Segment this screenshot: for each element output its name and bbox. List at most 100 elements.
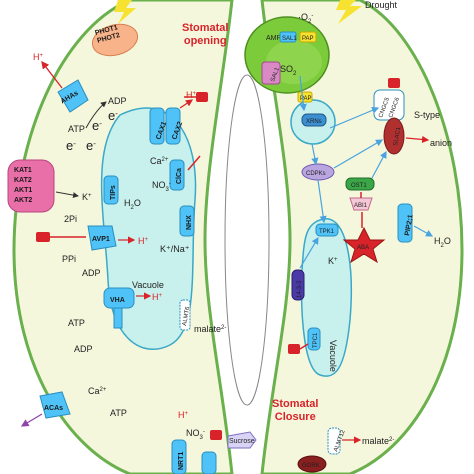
sal1-outer <box>261 61 281 85</box>
sal1-box <box>279 31 297 43</box>
xrns-label: XRNs <box>306 119 322 125</box>
inhibitor-tpc1-line <box>299 343 309 350</box>
avp-2pi-label: 2Pi <box>64 214 77 224</box>
electron-label-3: e- <box>66 138 76 153</box>
xrns-complex: XRNs <box>301 113 327 127</box>
title-closure-overlay: Stomatal Closure <box>272 398 319 423</box>
nhx-antiporter: NHX <box>179 205 195 237</box>
abi1-label: ABI1 <box>354 203 368 209</box>
ost1-kinase: OST1 <box>345 177 375 191</box>
pap-label-2: PAP <box>300 96 312 102</box>
signal-arrow-1 <box>311 143 319 166</box>
cngc-channel: CNGC5 CNGC6 <box>373 89 405 121</box>
nrt-h-label: H+ <box>178 410 189 420</box>
ahas-h-arrow <box>41 60 63 89</box>
drought-label: Drought <box>365 0 398 10</box>
chloroplast <box>244 16 330 94</box>
tpk1-channel: TPK1 <box>315 223 339 237</box>
tpk1-label: TPK1 <box>319 229 335 235</box>
inhibitor-avp <box>36 232 50 242</box>
ost1-slac-arrow <box>371 150 387 179</box>
tpk1-k-label: K+ <box>328 256 338 266</box>
kat-k-label: K+ <box>82 192 92 202</box>
phot-protein <box>91 23 139 57</box>
signal-arrow-4 <box>299 75 307 112</box>
cdpks-label: CDPKs <box>306 171 326 177</box>
pip21-h2o-label: H2O <box>434 236 451 249</box>
vacuole-left-label: Vacuole <box>132 280 164 290</box>
clca-label: ClCa <box>176 168 183 184</box>
cax-ca-label: Ca2+ <box>150 156 169 166</box>
sal1-inner-label: SAL1 <box>282 36 297 42</box>
slac1-label: SLAC1 <box>393 126 402 146</box>
nhx-label: NHX <box>186 215 193 230</box>
almt6-channel: ALMT6 <box>179 299 191 331</box>
cax-transporter: CAX1 CAX2 <box>149 107 184 145</box>
malate-label-1: malate2- <box>194 324 226 334</box>
so2-label: SO2 <box>280 64 297 77</box>
adp-label-3: ADP <box>74 344 93 354</box>
adp-label-1: ADP <box>108 96 127 106</box>
aca-ca-label: Ca2+ <box>88 386 107 396</box>
ahas-pump: AHAs <box>57 79 89 113</box>
atp-label-1: ATP <box>68 124 85 134</box>
inhibitor-cngc <box>388 78 400 88</box>
atp-label-2: ATP <box>68 318 85 328</box>
vha-label: VHA <box>110 297 125 304</box>
sugar-transporter <box>201 451 217 474</box>
malate-label-2: malate2- <box>362 436 394 446</box>
kat-line2: KAT2 <box>14 177 32 184</box>
p1433-tpk1-arrow <box>299 236 319 269</box>
pap-label-1: PAP <box>302 36 314 42</box>
signal-arrow-2 <box>317 179 327 224</box>
nrt1-transporter: NRT1 <box>171 439 187 474</box>
sucrose-label: Sucrose <box>229 438 255 445</box>
cax-h-arrow <box>179 99 193 109</box>
kat-line3: AKT1 <box>14 187 32 194</box>
aba-label: ABA <box>357 245 369 251</box>
abi1-phosphatase <box>349 197 373 211</box>
acas-label: ACAs <box>44 405 63 412</box>
atp-adp-arrow-1 <box>85 101 107 129</box>
tpc1-channel: TPC1 <box>307 327 321 351</box>
almt6-label: ALMT6 <box>182 306 191 327</box>
vha-h-label: H+ <box>152 292 163 302</box>
avp1-pump: AVP1 <box>87 225 117 251</box>
sal1-outer-label: SAL1 <box>270 66 281 82</box>
pap-box-2 <box>297 91 313 103</box>
tpc1-label: TPC1 <box>313 332 319 348</box>
electron-label-1: e- <box>92 118 102 133</box>
tips-label: TIPs <box>110 185 117 200</box>
slac1-channel: SLAC1 <box>383 117 405 155</box>
inhibitor-nrt <box>210 430 222 440</box>
lightning-icon <box>336 0 362 24</box>
cdpk-slac-arrow <box>333 139 384 169</box>
electron-label-2: e- <box>108 108 118 123</box>
pap-box-1 <box>299 31 317 43</box>
kat-k-arrow <box>55 191 79 199</box>
clca-inhibit <box>187 155 201 171</box>
pip21-aquaporin: PIP2;1 <box>397 203 415 243</box>
kat-line1: KAT1 <box>14 167 32 174</box>
ahas-h-label: H+ <box>33 52 44 62</box>
slac1-anion-arrow <box>405 135 430 144</box>
title-opening-overlay: Stomatal opening <box>182 22 229 47</box>
signal-arrow-3 <box>329 106 380 129</box>
kat-line4: AKT2 <box>14 197 32 204</box>
inhibitor-tpc1 <box>288 344 300 354</box>
gork-channel: GORK <box>297 455 327 473</box>
cax-h-label: H+ <box>186 90 197 100</box>
avp1-label: AVP1 <box>92 236 110 243</box>
p1433-label: 14-3-3 <box>297 280 303 298</box>
nhx-kna-label: K⁺/Na⁺ <box>160 244 190 254</box>
vacuole-right <box>300 217 352 377</box>
ost1-label: OST1 <box>351 183 367 189</box>
vha-pump: VHA <box>103 287 135 329</box>
aca-ca-arrow <box>20 413 43 427</box>
aca-atp-label: ATP <box>110 408 127 418</box>
avp-ppi-label: PPi <box>62 254 76 264</box>
inhibitor-cax <box>196 92 208 102</box>
cdpks-kinase: CDPKs <box>301 163 335 181</box>
avp-h-label: H+ <box>138 236 149 246</box>
